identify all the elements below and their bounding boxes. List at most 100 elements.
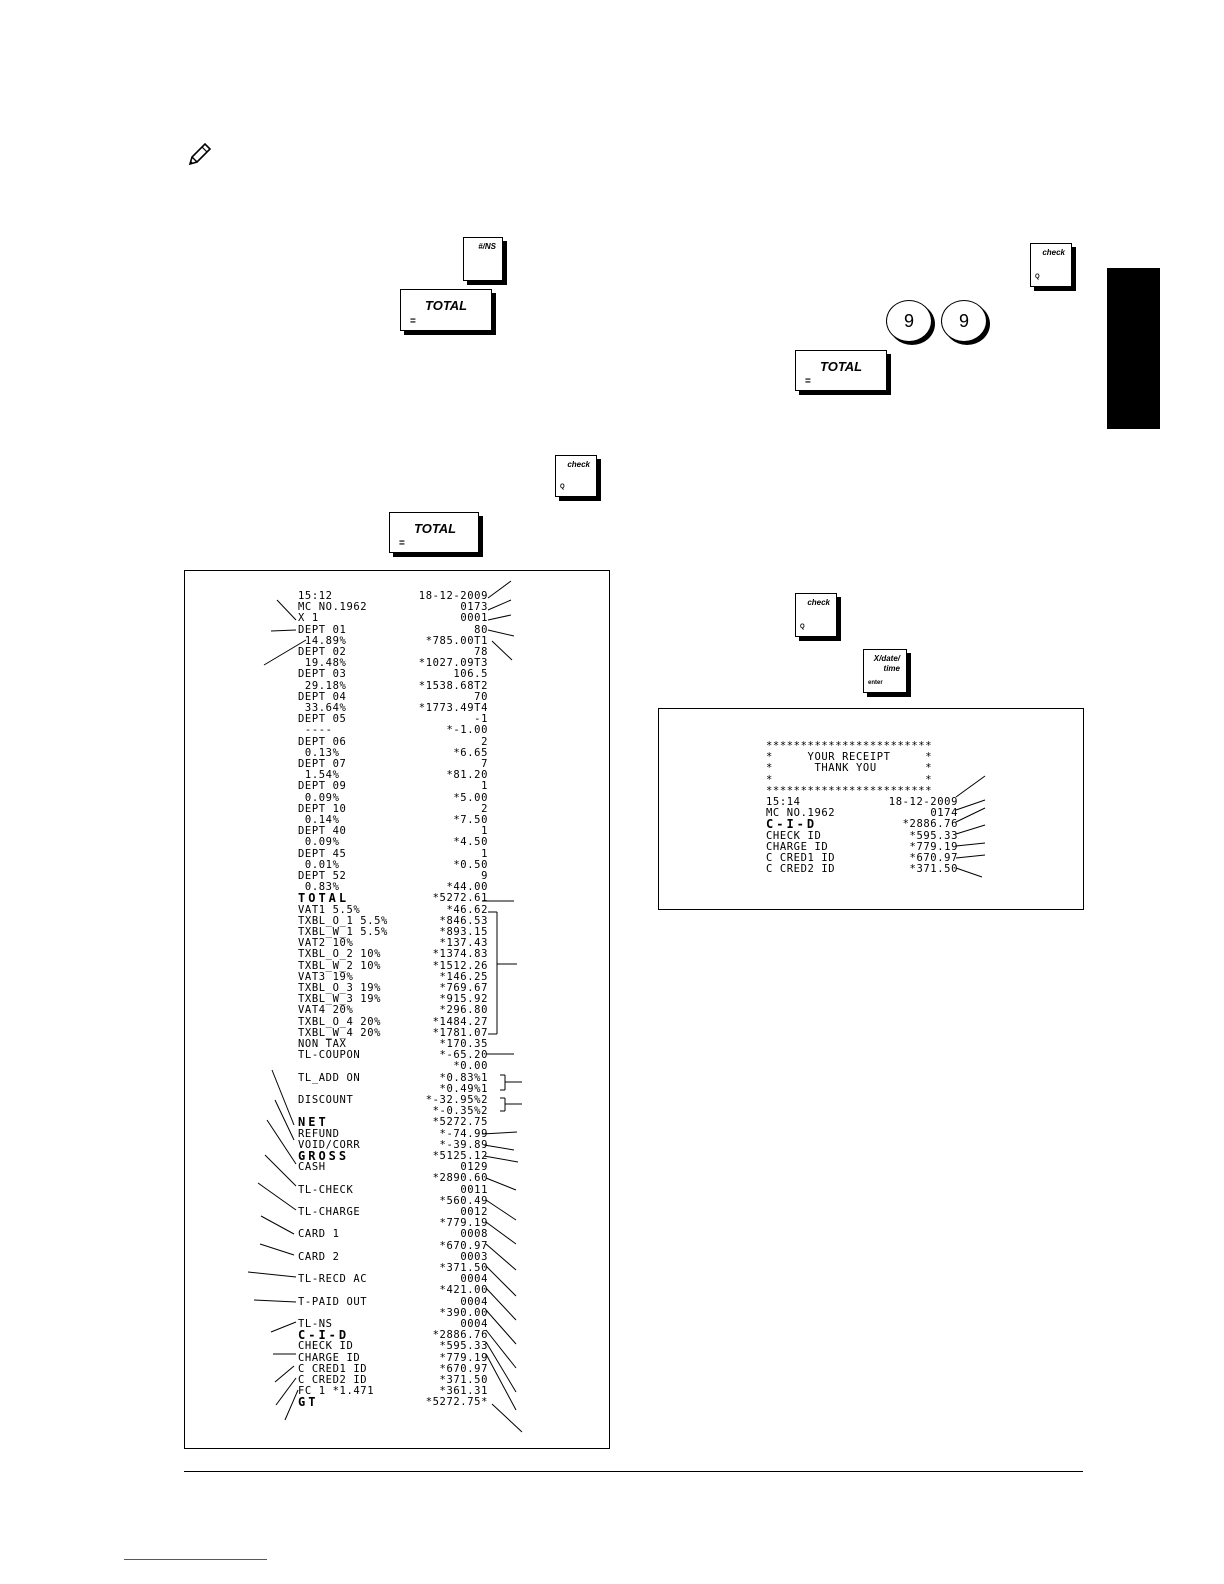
receipt-line-value: *779.19 [909,840,958,853]
receipt-lines: ************************* YOUR RECEIPT *… [766,740,958,891]
receipt-line-label: NET [298,1115,329,1130]
check-key-label: check [1042,248,1065,257]
total-key-sub: = [399,538,405,549]
receipt-line-label: 15:14 [766,796,801,808]
receipt-line-value: 9 [481,870,488,882]
receipt-line-label: VAT1 5.5% [298,903,361,916]
receipt-line-value: *361.31 [439,1385,488,1398]
total-key-label: TOTAL [414,521,457,536]
receipt-line-value: *0.00 [453,1060,488,1073]
receipt-line-value: *-32.95%2 [425,1094,488,1106]
receipt-line-value: 18-12-2009 [418,590,488,602]
receipt-line-label: CARD 2 [298,1250,340,1263]
receipt-line-label: VAT3 19% [298,970,354,983]
receipt-line-value: *595.33 [439,1340,488,1353]
receipt-line-label: TXBL_O_4 20% [298,1015,382,1028]
receipt-line-label: ---- [298,724,333,737]
check-key-label: check [807,598,830,607]
receipt-line-value: *1781.07 [432,1026,488,1039]
receipt-line-label: MC NO.1962 [298,601,368,614]
receipt-line-value: -1 [474,713,488,726]
receipt-line-value: *0.50 [453,858,488,871]
receipt-line-value: 0003 [460,1250,488,1263]
receipt-line-value: 18-12-2009 [888,796,958,808]
receipt-line-value: *769.67 [439,982,488,994]
receipt-line-value: *-39.89 [439,1138,488,1151]
receipt-line-label: 19.48% [298,657,347,670]
receipt-line-value: 7 [481,758,488,770]
receipt-line-label: CHECK ID [766,829,822,842]
receipt-line-label: C-I-D [766,817,818,832]
receipt-line-value: *421.00 [439,1284,488,1297]
receipt-line-value: *560.49 [439,1194,488,1207]
receipt-line-value: *5125.12 [432,1150,488,1162]
receipt-line-value: *-65.20 [439,1049,488,1062]
receipt-line-value: *670.97 [439,1239,488,1252]
receipt-line-label: TXBL_O_1 5.5% [298,914,388,927]
xdate-key-sub: enter [868,680,883,686]
receipt-line-label: 29.18% [298,679,347,692]
receipt-line-label: * * [766,773,933,786]
receipt-line-value: *893.15 [439,926,488,938]
receipt-line-label: TL_ADD ON [298,1071,361,1084]
receipt-line-label: ************************ [766,740,933,752]
receipt-line-label: X 1 [298,612,319,625]
receipt-line-value: 0004 [460,1295,488,1308]
receipt-line-label: DEPT 45 [298,847,347,860]
receipt-line-value: *390.00 [439,1306,488,1319]
total-key-sub: = [410,316,416,327]
receipt-line-value: 1 [481,847,488,860]
receipt-line-label: C CRED1 ID [766,852,836,864]
check-key-icon: check Q [795,593,837,637]
receipt-line-value: *296.80 [439,1004,488,1017]
receipt-line-label: DEPT 52 [298,870,347,882]
receipt-line-label: 14.89% [298,634,347,647]
receipt-line-value: 0129 [460,1161,488,1174]
receipt-line-label: TL-CHARGE [298,1206,361,1218]
receipt-line-label: TL-RECD AC [298,1273,368,1286]
receipt-line-value: *5272.75 [432,1116,488,1129]
receipt-line-label: REFUND [298,1127,340,1140]
total-key-sub: = [805,376,811,387]
receipt-line-value: *7.50 [453,814,488,826]
receipt-line-value: 0001 [460,612,488,625]
receipt-line-label: TXBL_W_2 10% [298,959,382,972]
receipt-line-label: CHARGE ID [298,1351,361,1364]
receipt-line-value: *5272.75* [425,1396,488,1409]
receipt-line-value: *5.00 [453,791,488,804]
receipt-line-value: 0004 [460,1273,488,1286]
receipt-line-value: *1538.68T2 [418,679,488,692]
receipt-line-label: 0.09% [298,791,340,804]
receipt-line-label: CASH [298,1161,326,1174]
receipt-line-label: TL-NS [298,1318,333,1330]
receipt-line-value: *785.00T1 [425,634,488,647]
receipt-line-label: GROSS [298,1149,350,1163]
receipt-line-label: TOTAL [298,891,350,906]
pencil-note-icon [186,140,214,168]
receipt-line-label: DEPT 02 [298,646,347,658]
receipt-line-label: MC NO.1962 [766,807,836,820]
receipt-line-value: *1027.09T3 [418,657,488,670]
receipt-line-value: *1484.27 [432,1015,488,1028]
receipt-line-label: 1.54% [298,769,340,782]
total-key-label: TOTAL [820,359,863,374]
receipt-line-label: 0.09% [298,836,340,849]
receipt-line-value: *5272.61 [432,892,488,905]
receipt-line-value: 0173 [460,601,488,614]
receipt-line-value: *2886.76 [902,818,958,831]
receipt-line-value: *846.53 [439,914,488,927]
receipt-line-label: DEPT 01 [298,623,347,636]
receipt-line-label: DEPT 40 [298,825,347,838]
ns-key-label: #/NS [478,242,496,251]
xdate-key-icon: X/date/ time enter [863,649,907,693]
receipt-line-value: *44.00 [446,881,488,894]
receipt-line-value: *1374.83 [432,948,488,961]
check-key-icon: check Q [1030,243,1072,287]
receipt-line-value: 0174 [930,807,958,820]
receipt-line-label: 0.83% [298,881,340,894]
receipt-line-label: DEPT 09 [298,780,347,793]
receipt-line-label: DEPT 06 [298,735,347,748]
receipt-line-value: *2890.60 [432,1172,488,1185]
